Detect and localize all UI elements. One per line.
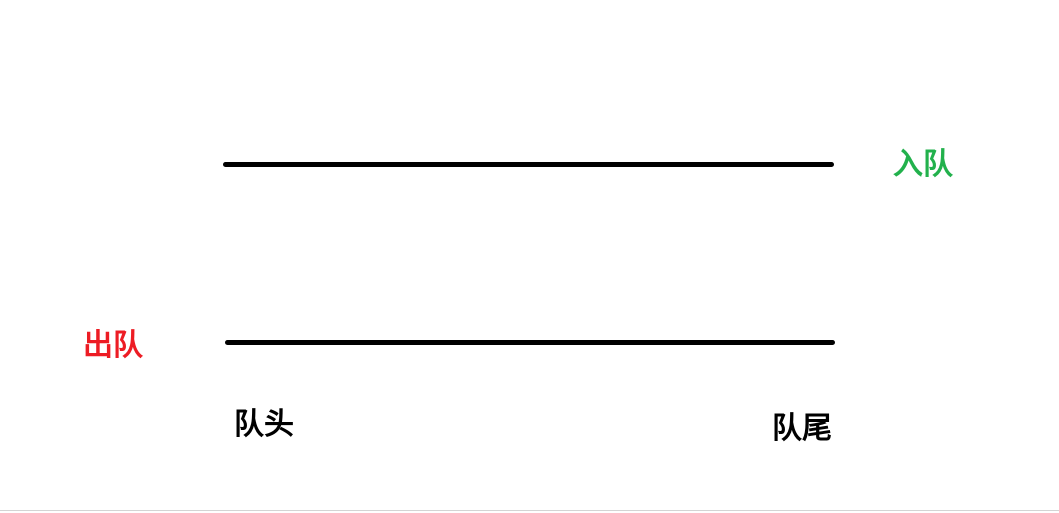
dequeue-label: 出队 <box>83 328 143 363</box>
queue-head-label: 队头 <box>234 407 294 442</box>
queue-top-line <box>223 162 834 167</box>
enqueue-label: 入队 <box>893 147 953 182</box>
queue-bottom-line <box>225 340 835 345</box>
queue-tail-label: 队尾 <box>772 411 832 446</box>
bottom-divider <box>0 510 1059 511</box>
